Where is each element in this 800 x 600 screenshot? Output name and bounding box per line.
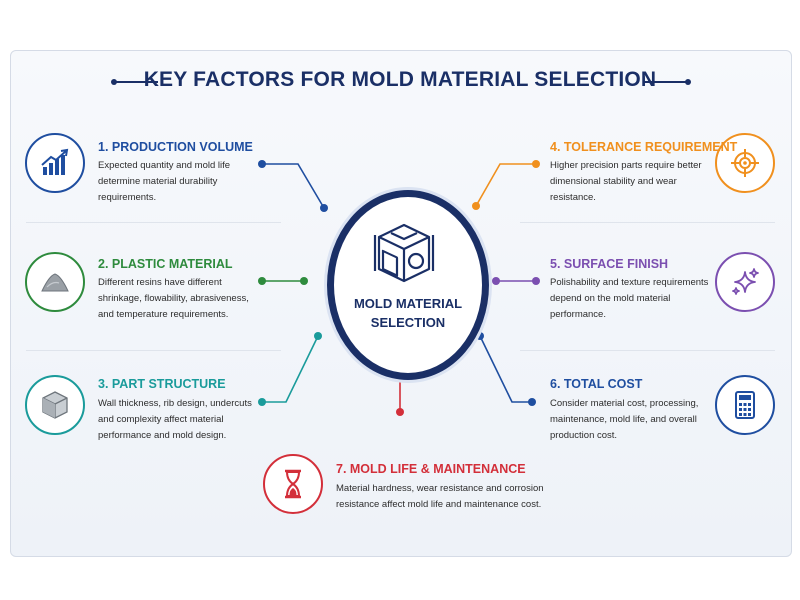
divider xyxy=(520,350,775,351)
factor-desc-part-structure: Wall thickness, rib design, undercuts an… xyxy=(98,398,252,441)
connector-dot xyxy=(528,398,536,406)
connector-dot xyxy=(258,398,266,406)
connector-part-structure xyxy=(262,335,319,403)
connector-dot xyxy=(396,408,404,416)
factor-desc-total-cost: Consider material cost, processing, main… xyxy=(550,398,699,441)
factor-title-tolerance-requirement: 4. TOLERANCE REQUIREMENT xyxy=(550,140,738,154)
cube-icon xyxy=(42,391,68,419)
factor-desc-plastic-material: Different resins have different shrinkag… xyxy=(98,277,249,320)
center-hub xyxy=(327,190,489,380)
factor-desc-mold-life-maintenance: Material hardness, wear resistance and c… xyxy=(336,483,544,510)
connector-dot xyxy=(532,277,540,285)
page-title: KEY FACTORS FOR MOLD MATERIAL SELECTION xyxy=(143,68,657,91)
factor-desc-surface-finish: Polishability and texture requirements d… xyxy=(550,277,709,320)
factor-icon-ring xyxy=(715,375,775,435)
factor-desc-tolerance-requirement: Higher precision parts require better di… xyxy=(550,160,702,203)
connector-dot xyxy=(300,277,308,285)
mold-block-icon xyxy=(373,223,435,283)
factor-icon-ring xyxy=(25,252,85,312)
center-label-line1: MOLD MATERIAL xyxy=(353,296,463,311)
sparkle-icon xyxy=(732,268,759,295)
factor-title-mold-life-maintenance: 7. MOLD LIFE & MAINTENANCE xyxy=(336,462,526,476)
factor-icon-ring xyxy=(25,133,85,193)
factor-title-total-cost: 6. TOTAL COST xyxy=(550,377,643,391)
connector-total-cost xyxy=(479,335,532,403)
connector-dot xyxy=(258,160,266,168)
connector-dot xyxy=(258,277,266,285)
factor-icon-ring xyxy=(715,133,775,193)
center-label-line2: SELECTION xyxy=(370,315,446,330)
title-decoration-right xyxy=(644,79,691,85)
factor-title-plastic-material: 2. PLASTIC MATERIAL xyxy=(98,257,233,271)
factor-icon-ring xyxy=(715,252,775,312)
connector-dot xyxy=(492,277,500,285)
bar-chart-growth-icon xyxy=(41,148,69,175)
connector-dot xyxy=(532,160,540,168)
title-decoration-left xyxy=(111,79,158,85)
resin-pile-icon xyxy=(41,273,69,292)
center-label: MOLD MATERIAL SELECTION xyxy=(327,294,489,332)
target-icon xyxy=(731,149,759,177)
connector-dot xyxy=(320,204,328,212)
factor-desc-production-volume: Expected quantity and mold life determin… xyxy=(98,160,231,203)
connector-production-volume xyxy=(262,163,325,209)
divider xyxy=(520,222,775,223)
connector-dot xyxy=(314,332,322,340)
divider xyxy=(26,222,281,223)
calculator-icon xyxy=(735,391,755,419)
factor-title-part-structure: 3. PART STRUCTURE xyxy=(98,377,226,391)
divider xyxy=(26,350,281,351)
connector-tolerance xyxy=(475,163,536,207)
connector-dot xyxy=(476,332,484,340)
factor-icon-ring xyxy=(263,454,323,514)
factor-title-production-volume: 1. PRODUCTION VOLUME xyxy=(98,140,253,154)
hourglass-icon xyxy=(285,469,301,499)
factor-icon-ring xyxy=(25,375,85,435)
factor-title-surface-finish: 5. SURFACE FINISH xyxy=(550,257,669,271)
connector-dot xyxy=(472,202,480,210)
